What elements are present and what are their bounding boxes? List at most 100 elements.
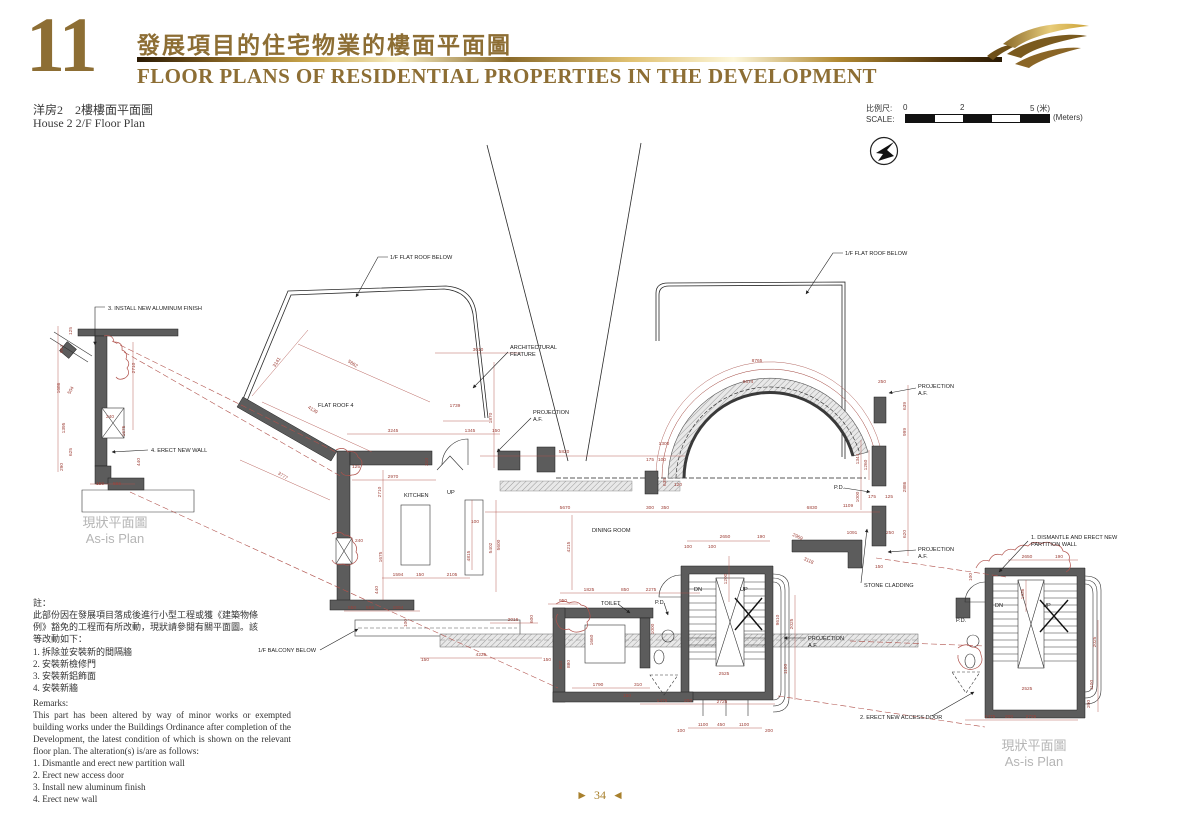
room-label-flat-roof-4: FLAT ROOF 4 [318, 403, 354, 409]
dimension-label: 2275 [646, 587, 657, 593]
notes-zh-item-4: 4. 安裝新牆 [33, 682, 79, 693]
asis-caption-en-right: As-is Plan [1005, 754, 1064, 769]
asis-caption-en-left: As-is Plan [86, 531, 145, 546]
remarks-title: Remarks: [33, 698, 69, 708]
dimension-label: 1345 [465, 428, 476, 434]
dimension-lines [57, 326, 1099, 729]
brand-swoosh-icon [987, 23, 1089, 68]
dimension-label: 200 [684, 698, 692, 704]
dimension-label: 4225 [476, 652, 487, 658]
label-up-kitchen: UP [447, 490, 455, 496]
notes-zh: 註： 此部份因在發展項目落成後進行小型工程或獲《建築物條例》豁免的工程而有所改動… [33, 597, 259, 694]
dimension-label: 2710 [377, 486, 383, 497]
dimension-label: 100 [677, 728, 685, 734]
dimension-label: 3141 [272, 356, 283, 369]
dimension-label: 125 [352, 464, 360, 470]
dimension-label: 310 [634, 682, 642, 688]
dimension-label: 1100 [739, 722, 750, 728]
dimension-label: 4815 [466, 550, 472, 561]
dimension-label: 2025 [789, 618, 795, 629]
label-flat-roof-below-right: 1/F FLAT ROOF BELOW [845, 251, 908, 257]
scale-tick-0: 0 [903, 103, 908, 112]
dimension-label: 954 [59, 345, 65, 353]
dimension-label: 190 [1055, 554, 1063, 560]
dimension-label: 150 [416, 572, 424, 578]
dimension-label: 350 [661, 505, 669, 511]
dimension-label: 2886 [902, 481, 908, 492]
dimension-label: 1475 [985, 714, 996, 720]
label-dn-stair: DN [694, 587, 702, 593]
dimension-label: 100 [471, 519, 479, 525]
dimension-label: 1109 [843, 503, 854, 509]
label-up-stair-asis: UP [1043, 603, 1051, 609]
revision-clouds [103, 335, 1071, 670]
dimension-label: 880 [566, 660, 572, 668]
callout-leaders [93, 252, 1029, 717]
dimension-label: 550 [348, 605, 356, 611]
dimension-label: 2016 [508, 617, 519, 623]
label-pd-asis: P.D. [956, 618, 967, 624]
dimension-label: 4215 [566, 541, 572, 552]
dimension-label: 639 [902, 402, 908, 410]
asis-caption-zh-right: 現狀平面圖 [1001, 738, 1066, 753]
dimension-label: 999 [902, 428, 908, 436]
dimension-label: 1200 [723, 573, 729, 584]
dimension-label: 1100 [783, 664, 789, 675]
dimension-label: 2710 [131, 362, 137, 373]
dimension-label: 3118 [802, 556, 814, 566]
label-pd-right: P.D. [834, 485, 845, 491]
dimension-label: 6830 [807, 505, 818, 511]
notes-zh-title: 註： [33, 598, 52, 608]
dimension-label: 100 [684, 544, 692, 550]
house-title-zh: 洋房2 2樓樓面平面圖 [33, 103, 154, 117]
label-dn-stair-asis: DN [995, 603, 1003, 609]
callout-install-new-aluminum-finish: 3. INSTALL NEW ALUMINUM FINISH [108, 306, 202, 312]
dimension-label: 8674 [743, 379, 754, 385]
dimension-label: 504 [67, 385, 76, 395]
dimension-label: 566 [113, 481, 121, 487]
plan-labels: 1/F FLAT ROOF BELOW 1/F FLAT ROOF BELOW 3.… [108, 251, 1118, 721]
dimension-label: 290 [59, 463, 65, 471]
dimension-label: 1475 [657, 698, 668, 704]
remarks-item-4: 4. Erect new wall [33, 793, 98, 804]
dimension-label: 175 [646, 457, 654, 463]
dimension-label: 2025 [1092, 636, 1098, 647]
dimension-label: 635 [662, 478, 668, 486]
house-title-en: House 2 2/F Floor Plan [33, 116, 146, 130]
dimension-label: 1594 [393, 605, 404, 611]
north-arrow-icon [869, 136, 899, 166]
dimension-label: 5600 [496, 539, 502, 550]
prev-page-arrow: ► [576, 788, 588, 802]
dimension-label: 150 [96, 481, 104, 487]
dimension-label: 100 [658, 457, 666, 463]
dimension-label: 566 [366, 605, 374, 611]
dimension-label: 1594 [393, 572, 404, 578]
room-label-dining-room: DINING ROOM [592, 528, 631, 534]
dimension-label: 150 [421, 657, 429, 663]
notes-zh-item-1: 1. 拆除並安裝新的間隔牆 [33, 646, 133, 657]
label-flat-roof-below-left: 1/F FLAT ROOF BELOW [390, 255, 453, 261]
architectural-feature-line [499, 477, 866, 492]
dimension-label: 1100 [698, 722, 709, 728]
asis-caption-zh-left: 現狀平面圖 [82, 515, 147, 530]
scale-unit: (Meters) [1053, 113, 1083, 122]
dimension-label: 200 [765, 728, 773, 734]
dimension-label: 1091 [847, 530, 858, 536]
dimension-label: 2969 [791, 532, 804, 542]
dimension-label: 150 [623, 693, 631, 699]
dimension-label: 2105 [447, 572, 458, 578]
scale-tick-5: 5 (米) [1030, 104, 1050, 113]
dimension-label: 850 [621, 587, 629, 593]
dimension-label: 100 [708, 544, 716, 550]
dimension-label: 3245 [388, 428, 399, 434]
gold-divider [137, 57, 1002, 62]
scale-label-zh: 比例尺: [866, 104, 893, 113]
dimension-label: 5402 [488, 542, 494, 553]
dimension-label: 620 [902, 530, 908, 538]
dimension-label: 9610 [775, 614, 781, 625]
dimension-label: 175 [868, 494, 876, 500]
label-pd-toilet: P.D. [655, 600, 666, 606]
